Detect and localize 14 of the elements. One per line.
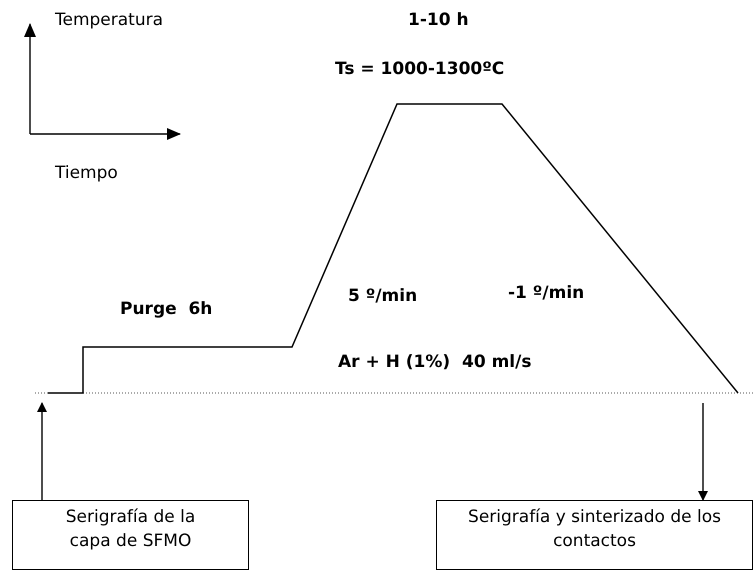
process-box: [436, 500, 753, 570]
process-box: [12, 500, 249, 570]
temperature-label: Ts = 1000-1300ºC: [335, 58, 504, 81]
box-text: Serigrafía de la capa de SFMO: [64, 506, 196, 553]
arrow: [37, 402, 47, 500]
box-text: Serigrafía y sinterizado de los contactos: [467, 506, 722, 553]
heating-rate-label: 5 º/min: [348, 285, 418, 308]
arrow: [698, 403, 708, 501]
gas-flow-label: Ar + H (1%) 40 ml/s: [338, 351, 532, 374]
axis-label: Temperatura: [55, 9, 164, 32]
duration-label: 1-10 h: [408, 9, 469, 32]
cooling-rate-label: -1 º/min: [508, 282, 584, 305]
axis-label: Tiempo: [55, 162, 118, 185]
purge-label: Purge 6h: [120, 298, 212, 321]
